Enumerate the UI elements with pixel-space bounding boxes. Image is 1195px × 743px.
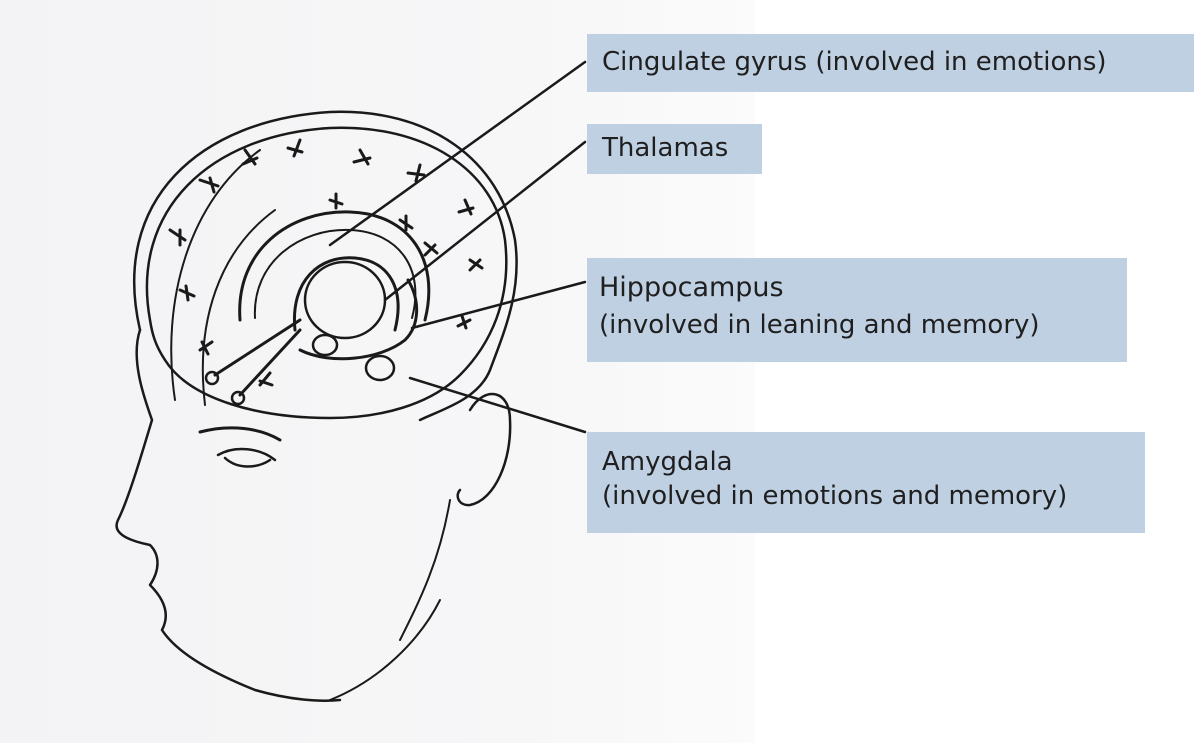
neck-line	[330, 500, 450, 700]
face-profile	[117, 330, 340, 701]
brain-outline	[147, 128, 506, 418]
cingulate-gyrus-shape	[240, 212, 429, 320]
fornix-tail-left	[215, 320, 300, 395]
thalamus-body	[305, 262, 385, 338]
amygdala-shape	[313, 335, 337, 355]
label-cingulate-text: Cingulate gyrus (involved in emotions)	[602, 46, 1194, 80]
hippocampus-shape	[300, 280, 417, 359]
label-thalamus-text: Thalamas	[602, 132, 762, 166]
hippocampus-bulb	[366, 356, 394, 380]
label-hippocampus-title: Hippocampus	[599, 270, 1127, 305]
eyebrow	[200, 428, 280, 440]
label-amygdala: Amygdala (involved in emotions and memor…	[587, 432, 1145, 533]
label-hippocampus-note: (involved in leaning and memory)	[599, 309, 1127, 343]
label-cingulate-gyrus: Cingulate gyrus (involved in emotions)	[587, 34, 1194, 92]
label-hippocampus: Hippocampus (involved in leaning and mem…	[587, 258, 1127, 362]
label-amygdala-note: (involved in emotions and memory)	[602, 480, 1145, 514]
ear	[458, 394, 510, 505]
eye	[218, 449, 275, 467]
central-sulcus	[171, 150, 275, 405]
label-amygdala-title: Amygdala	[602, 446, 1145, 480]
label-thalamus: Thalamas	[587, 124, 762, 174]
